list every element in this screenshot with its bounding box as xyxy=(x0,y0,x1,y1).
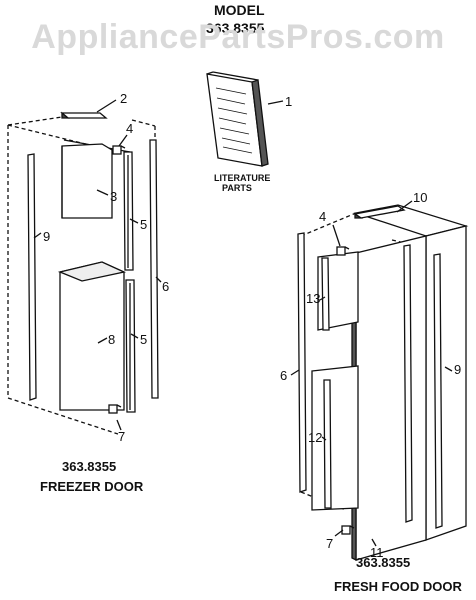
callout-freezer-8: 8 xyxy=(108,332,115,347)
model-number: 363.8355 xyxy=(206,20,265,36)
leader-1 xyxy=(267,100,284,105)
callout-freezer-3: 3 xyxy=(110,189,117,204)
callout-freezer-6: 6 xyxy=(162,279,169,294)
literature-sublabel: PARTS xyxy=(222,183,252,193)
literature-booklet xyxy=(206,71,269,167)
freezer-door-assembly xyxy=(7,99,162,435)
callout-freezer-4: 4 xyxy=(126,121,133,136)
callout-literature-1: 1 xyxy=(285,94,292,109)
model-heading: MODEL xyxy=(214,2,265,18)
callout-fresh-13: 13 xyxy=(306,291,320,306)
fresh-food-model-number: 363.8355 xyxy=(356,555,411,570)
callout-freezer-5a: 5 xyxy=(140,217,147,232)
callout-fresh-12: 12 xyxy=(308,430,322,445)
callout-freezer-2: 2 xyxy=(120,91,127,106)
callout-fresh-10: 10 xyxy=(413,190,427,205)
freezer-door-title: FREEZER DOOR xyxy=(40,479,144,494)
literature-label: LITERATURE xyxy=(214,173,271,183)
fresh-food-door-title: FRESH FOOD DOOR xyxy=(334,579,462,594)
callout-freezer-7: 7 xyxy=(118,429,125,444)
callout-fresh-4: 4 xyxy=(319,209,326,224)
callout-fresh-11: 11 xyxy=(370,545,384,560)
callout-fresh-9: 9 xyxy=(454,362,461,377)
callout-fresh-6: 6 xyxy=(280,368,287,383)
callout-freezer-9: 9 xyxy=(43,229,50,244)
freezer-model-number: 363.8355 xyxy=(62,459,117,474)
fresh-food-door-assembly xyxy=(290,200,469,562)
callout-labels: 2 4 3 9 5 6 8 5 7 1 10 4 13 6 9 12 7 11 xyxy=(43,91,461,560)
callout-freezer-5b: 5 xyxy=(140,332,147,347)
callout-fresh-7: 7 xyxy=(326,536,333,551)
